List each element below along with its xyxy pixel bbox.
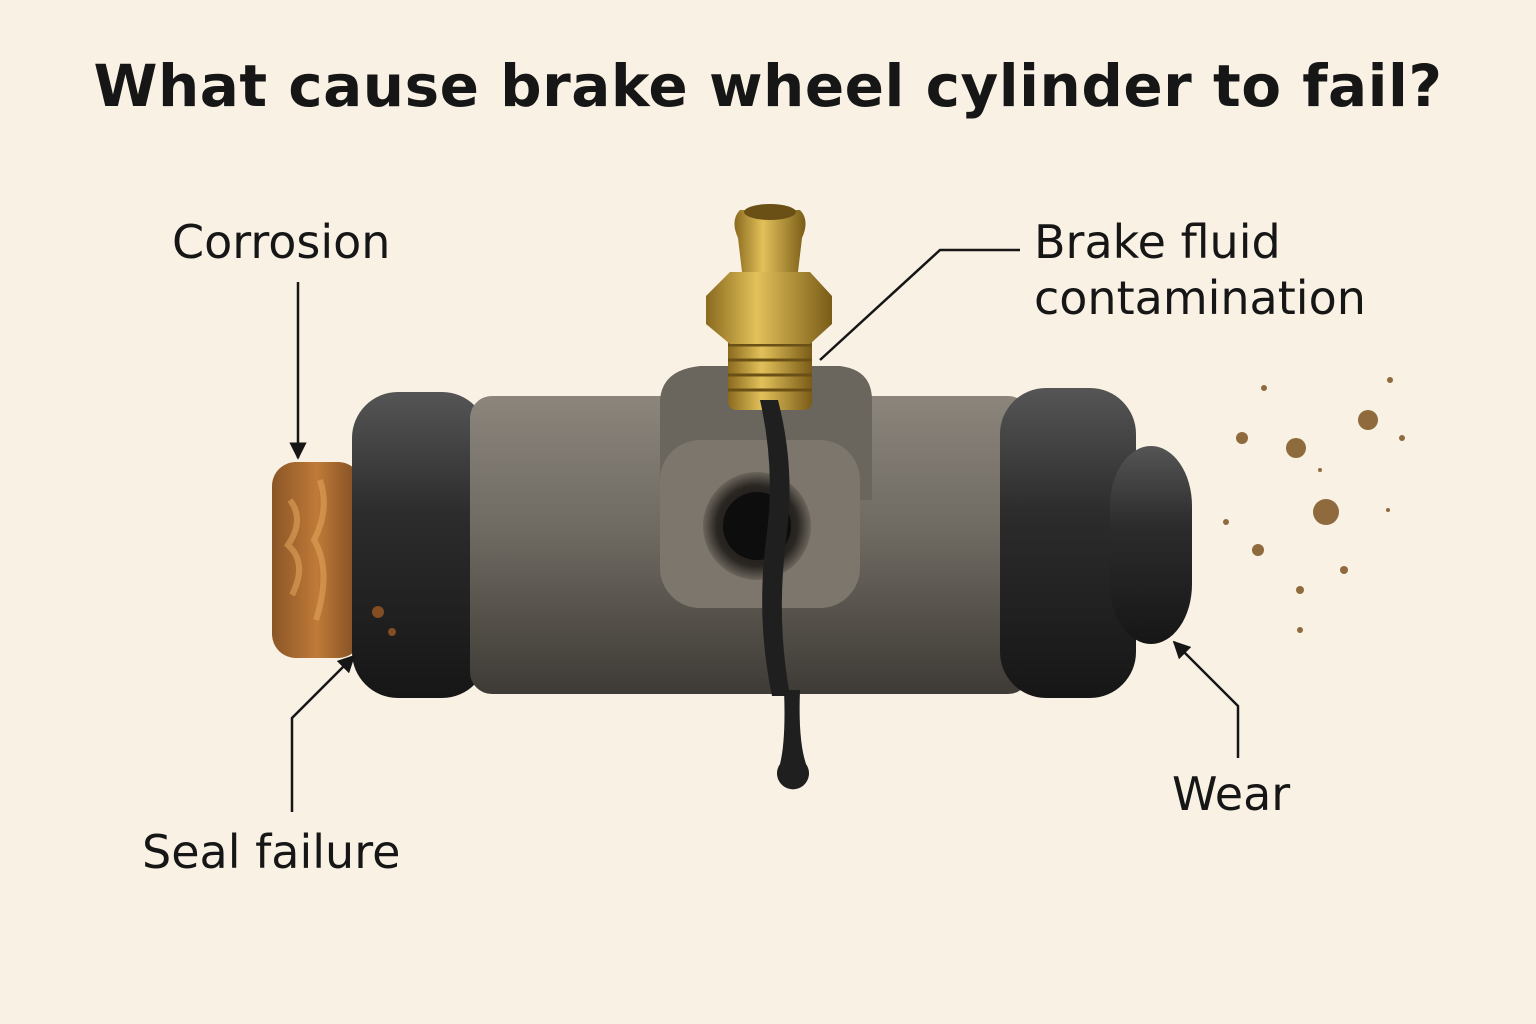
bleeder-hex-nut	[706, 272, 832, 344]
label-wear: Wear	[1172, 767, 1291, 821]
rust-spots	[388, 628, 396, 636]
left-rubber-boot	[352, 392, 488, 698]
seal-failure-arrow	[290, 654, 356, 812]
wear-debris	[1223, 377, 1405, 633]
diagram-title: What cause brake wheel cylinder to fail?	[93, 52, 1443, 120]
brake-fluid-arrow	[819, 248, 1020, 361]
fluid-drip	[777, 690, 809, 790]
bleeder-nipple	[734, 210, 806, 272]
right-boot-end-cap	[1110, 446, 1192, 644]
wear-arrow	[1172, 640, 1240, 758]
corroded-piston	[272, 462, 362, 658]
rust-streaks	[284, 479, 327, 621]
label-corrosion: Corrosion	[172, 215, 391, 269]
right-rubber-boot	[1000, 388, 1136, 698]
rust-spots	[372, 606, 384, 618]
brake-fluid-leak	[760, 400, 790, 696]
label-brake-fluid-line2: contamination	[1034, 271, 1366, 325]
label-brake-fluid-contamination: Brake fluid contamination	[1034, 214, 1366, 326]
bleeder-thread-lines	[728, 343, 812, 392]
label-seal-failure: Seal failure	[142, 825, 401, 879]
label-brake-fluid-line1: Brake fluid	[1034, 215, 1281, 269]
bleeder-tip	[744, 204, 796, 220]
